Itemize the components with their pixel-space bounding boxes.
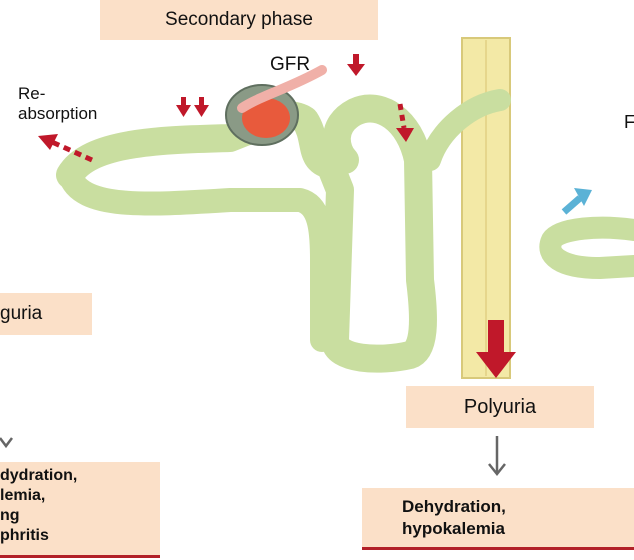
left-result-line: ng xyxy=(0,506,160,526)
reabsorption-label-line1: Re- xyxy=(18,84,97,104)
double-down-arrow-icon xyxy=(176,97,209,117)
polyuria-box: Polyuria xyxy=(406,386,594,428)
left-result-line: lemia, xyxy=(0,486,160,506)
nephron-tubule xyxy=(70,100,634,359)
oliguria-box: guria xyxy=(0,293,92,335)
gray-down-arrow-icon xyxy=(489,436,505,474)
dashed-arrow-icon xyxy=(564,188,592,212)
reabsorption-label-line2: absorption xyxy=(18,104,97,124)
reabsorption-label: Re- absorption xyxy=(18,84,97,124)
down-arrow-icon xyxy=(347,54,365,76)
left-result-line: dydration, xyxy=(0,466,160,486)
left-result-line: phritis xyxy=(0,526,160,546)
partial-label-right: F xyxy=(624,112,634,133)
phase-title: Secondary phase xyxy=(100,0,378,40)
right-result-box: Dehydration, hypokalemia xyxy=(362,488,634,550)
gfr-label: GFR xyxy=(270,54,310,76)
right-result-line: Dehydration, xyxy=(402,496,634,518)
right-result-line: hypokalemia xyxy=(402,518,634,540)
left-result-box: dydration, lemia, ng phritis xyxy=(0,462,160,558)
gray-down-arrow-icon xyxy=(0,438,12,446)
